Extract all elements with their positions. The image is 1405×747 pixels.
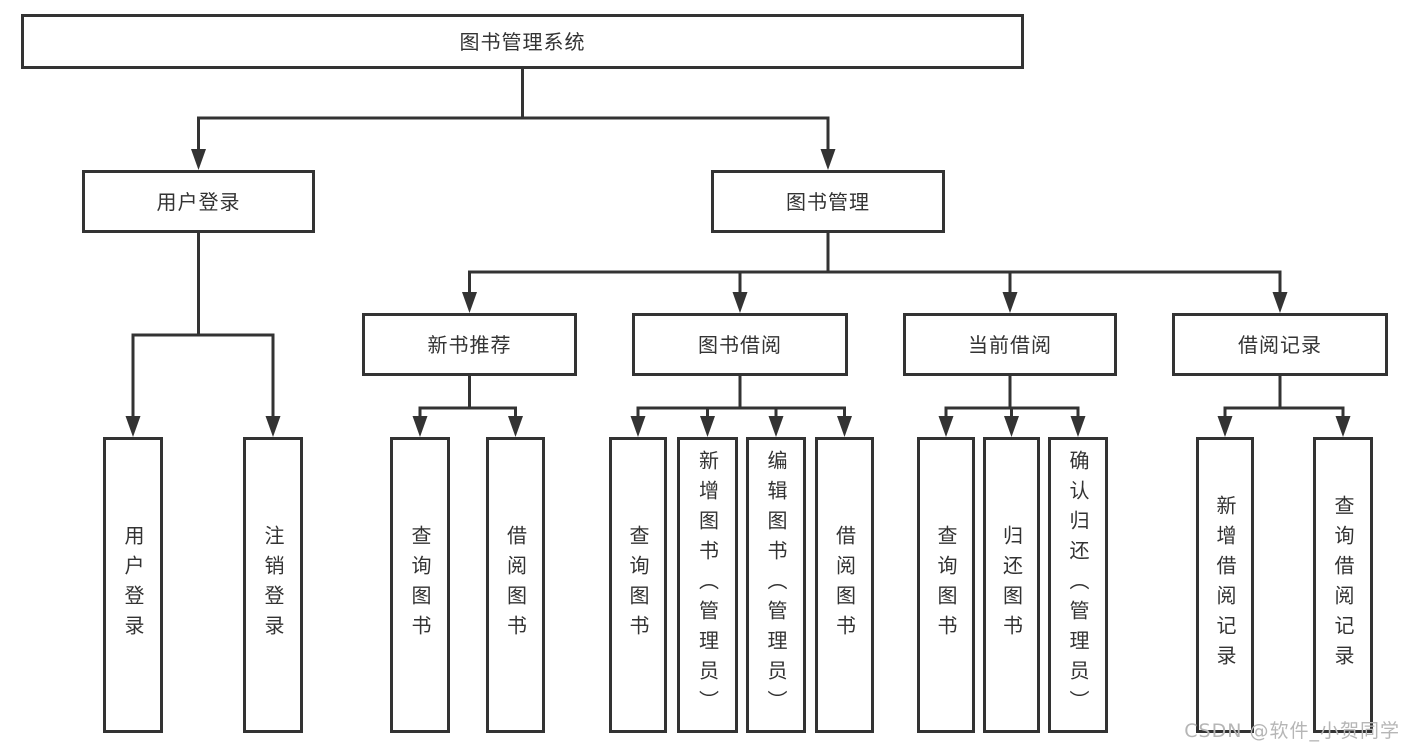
connector-arrowhead (265, 416, 281, 437)
node-label: 注销登录 (261, 525, 285, 645)
node-cur-query-book: 查询图书 (917, 437, 975, 733)
node-new-book-rec: 新书推荐 (362, 313, 577, 376)
watermark: CSDN @软件_小贺同学 (1184, 720, 1400, 742)
node-user-login: 用户登录 (82, 170, 315, 233)
node-borrow-records: 借阅记录 (1172, 313, 1388, 376)
node-label: 当前借阅 (968, 332, 1052, 357)
connector-arrowhead (1335, 416, 1351, 437)
node-bor-borrow-book: 借阅图书 (815, 437, 874, 733)
node-logout: 注销登录 (243, 437, 303, 733)
node-label: 查询图书 (934, 525, 958, 645)
node-label: 新增借阅记录 (1213, 495, 1237, 675)
node-current-borrow: 当前借阅 (903, 313, 1117, 376)
node-book-mgmt: 图书管理 (711, 170, 945, 233)
node-label: 查询借阅记录 (1331, 495, 1355, 675)
node-bor-add-book: 新增图书（管理员） (677, 437, 738, 733)
connector-arrowhead (1272, 292, 1288, 313)
node-cur-return-book: 归还图书 (983, 437, 1040, 733)
connector-arrowhead (412, 416, 428, 437)
node-hist-add-record: 新增借阅记录 (1196, 437, 1254, 733)
node-label: 新增图书（管理员） (695, 450, 720, 720)
node-label: 用户登录 (156, 189, 241, 214)
node-label: 确认归还（管理员） (1066, 450, 1090, 720)
node-bor-query-book: 查询图书 (609, 437, 667, 733)
connector-arrowhead (191, 149, 206, 170)
connector-arrowhead (820, 149, 836, 170)
connector-arrowhead (1217, 416, 1233, 437)
node-cur-confirm: 确认归还（管理员） (1048, 437, 1108, 733)
connector-arrowhead (837, 416, 852, 437)
connector-arrowhead (1002, 292, 1018, 313)
connector-arrowhead (938, 416, 954, 437)
node-rec-borrow-book: 借阅图书 (486, 437, 545, 733)
node-label: 查询图书 (626, 525, 650, 645)
node-label: 新书推荐 (427, 332, 512, 357)
node-label: 借阅图书 (503, 525, 528, 645)
node-label: 归还图书 (999, 525, 1024, 645)
node-root: 图书管理系统 (21, 14, 1024, 69)
node-login: 用户登录 (103, 437, 163, 733)
node-book-borrow: 图书借阅 (632, 313, 848, 376)
node-label: 图书借阅 (698, 332, 782, 357)
connector-arrowhead (462, 292, 477, 313)
connector-arrowhead (732, 292, 748, 313)
connector-arrowhead (768, 416, 784, 437)
connector-arrowhead (700, 416, 715, 437)
node-label: 图书管理系统 (459, 29, 586, 54)
node-label: 用户登录 (121, 525, 145, 645)
connector-arrowhead (1070, 416, 1086, 437)
node-hist-query-record: 查询借阅记录 (1313, 437, 1373, 733)
connector-arrowhead (508, 416, 523, 437)
node-label: 图书管理 (786, 189, 870, 214)
connector-arrowhead (1004, 416, 1019, 437)
connector-arrowhead (125, 416, 141, 437)
node-bor-edit-book: 编辑图书（管理员） (746, 437, 806, 733)
node-rec-query-book: 查询图书 (390, 437, 450, 733)
node-label: 借阅记录 (1238, 332, 1322, 357)
node-label: 借阅图书 (832, 525, 857, 645)
node-label: 查询图书 (408, 525, 432, 645)
node-label: 编辑图书（管理员） (764, 450, 788, 720)
connector-arrowhead (630, 416, 646, 437)
